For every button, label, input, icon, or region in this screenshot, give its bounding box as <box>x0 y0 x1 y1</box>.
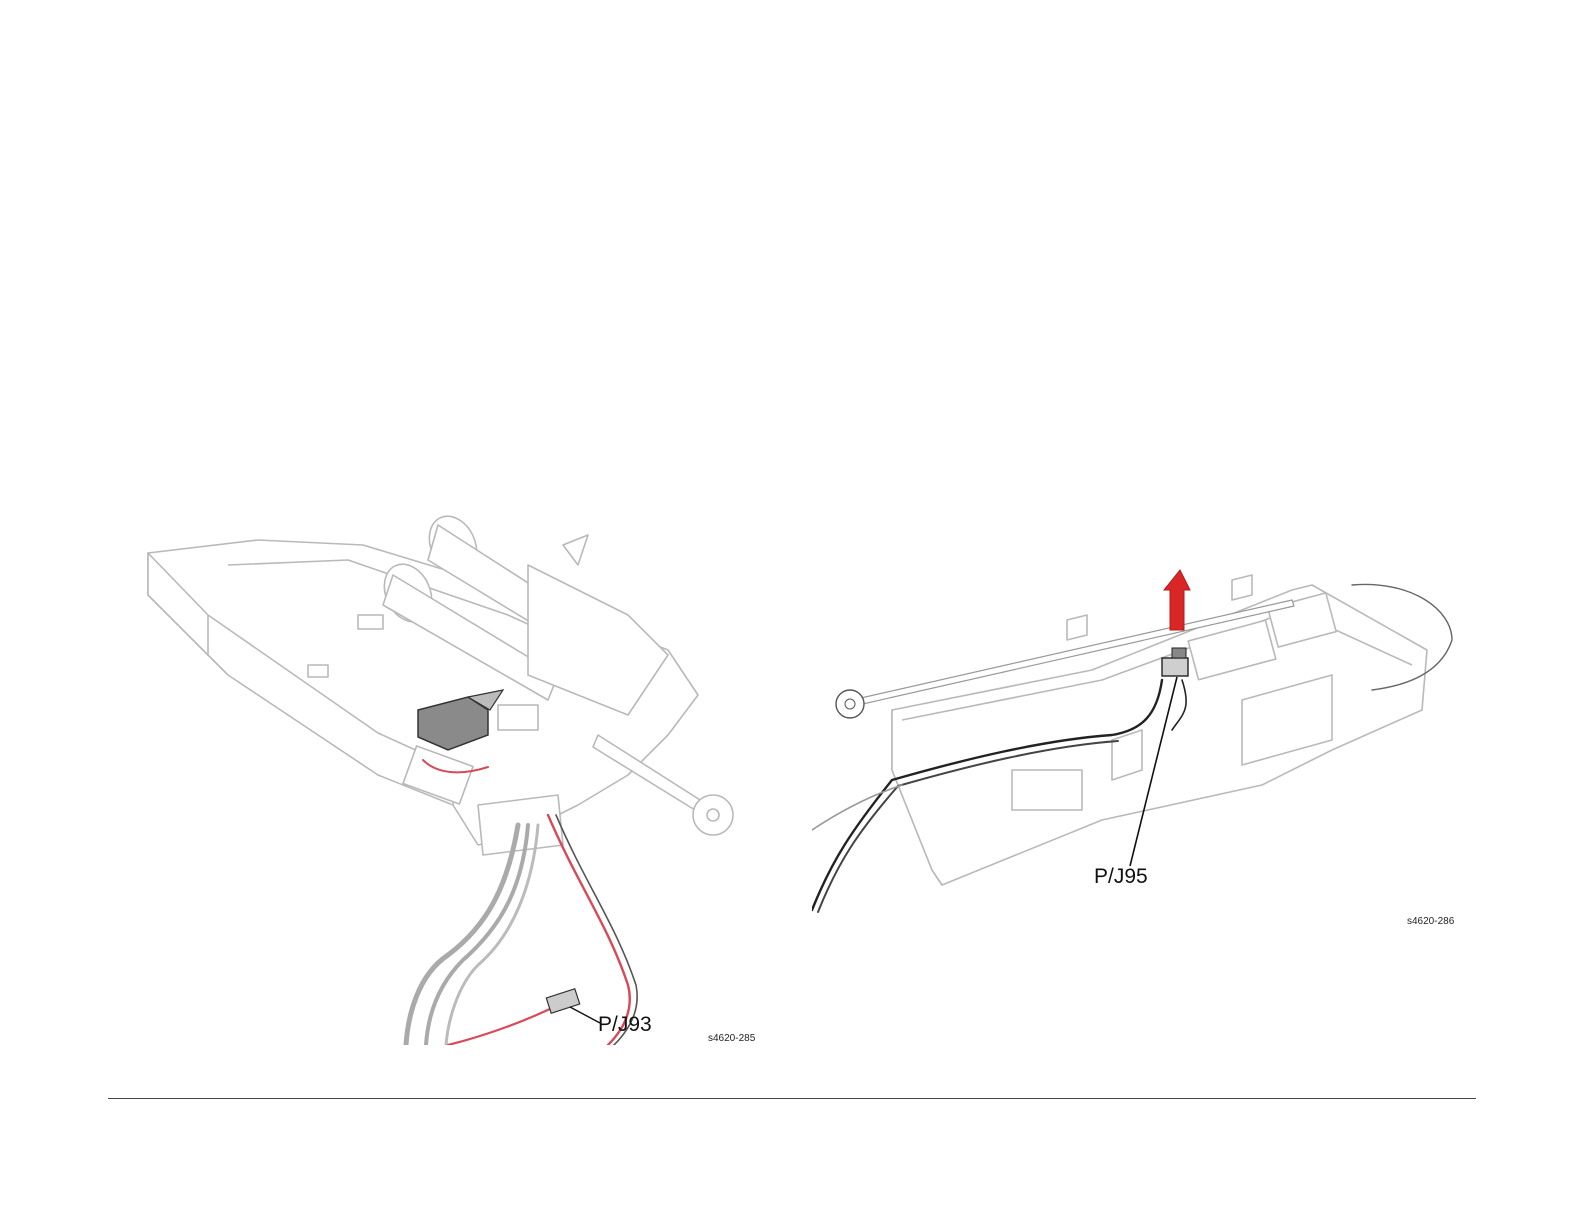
figure-id: s4620-285 <box>708 1033 755 1044</box>
duplex-assembly-illustration <box>812 540 1492 935</box>
callout-label: P/J95 <box>1094 865 1148 889</box>
figure-right: P/J95 s4620-286 <box>812 540 1492 935</box>
callout-label: P/J93 <box>598 1013 652 1037</box>
figure-left: P/J93 s4620-285 <box>108 505 784 1045</box>
feeder-assembly-illustration <box>108 505 784 1045</box>
figure-id: s4620-286 <box>1407 916 1454 927</box>
footer-divider <box>108 1098 1476 1099</box>
